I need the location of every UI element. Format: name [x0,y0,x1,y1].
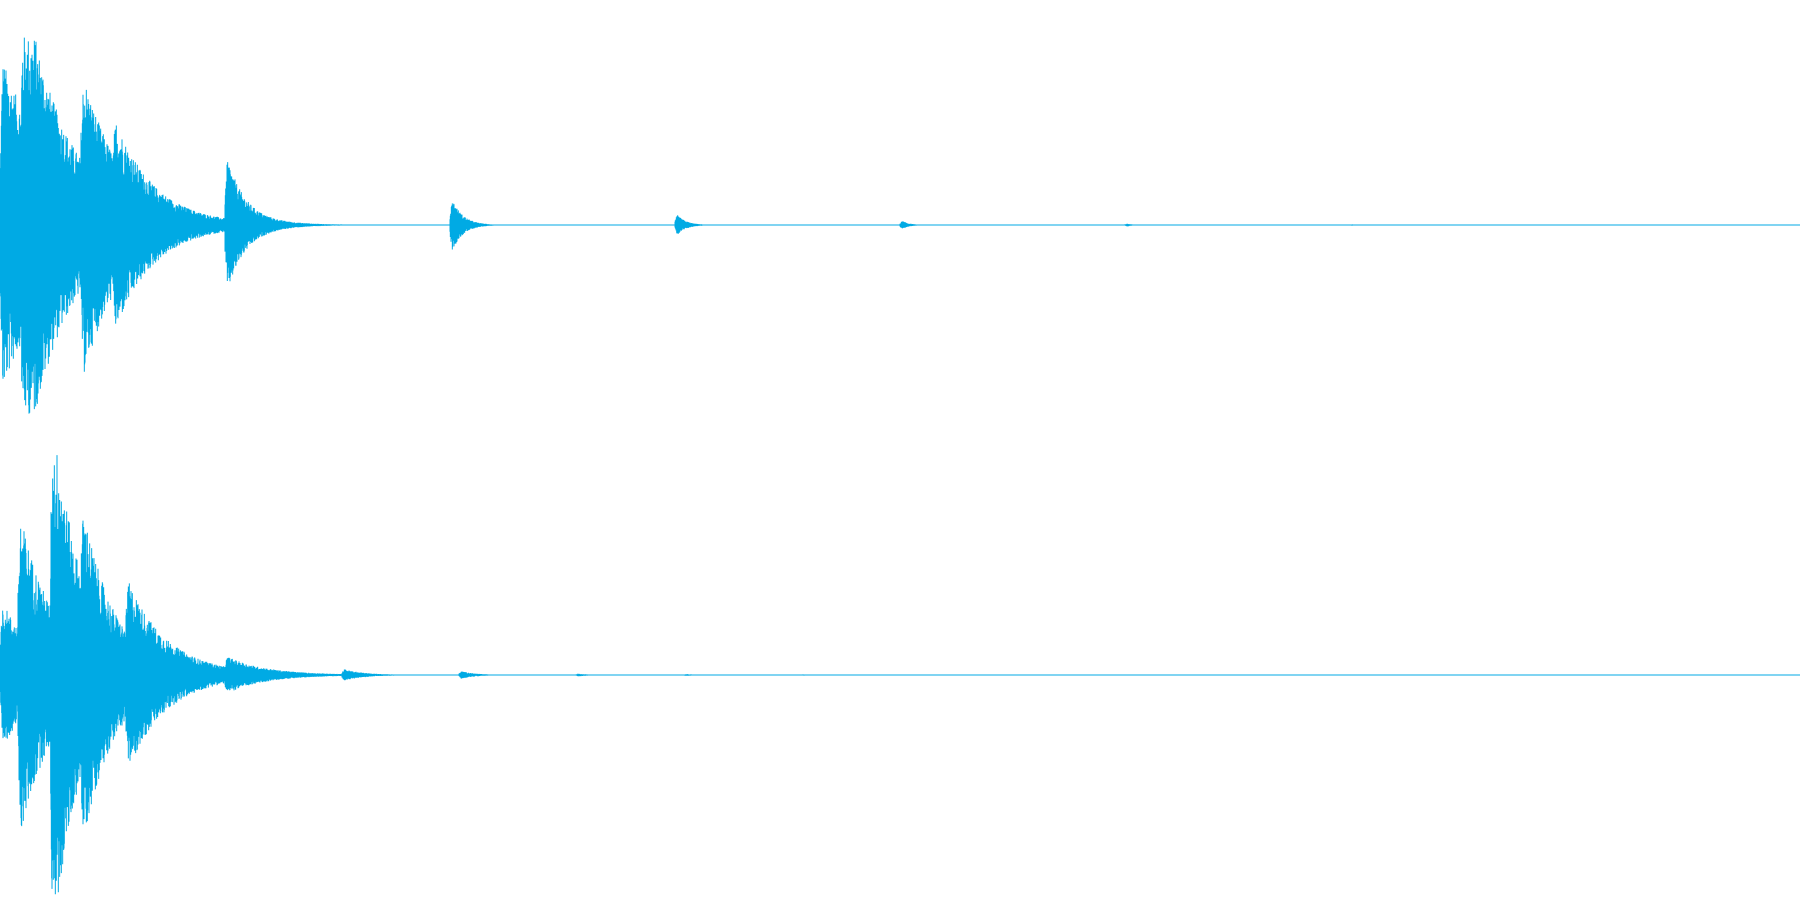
channel-1-waveform[interactable] [0,37,1800,414]
channel-2-waveform[interactable] [0,455,1800,895]
